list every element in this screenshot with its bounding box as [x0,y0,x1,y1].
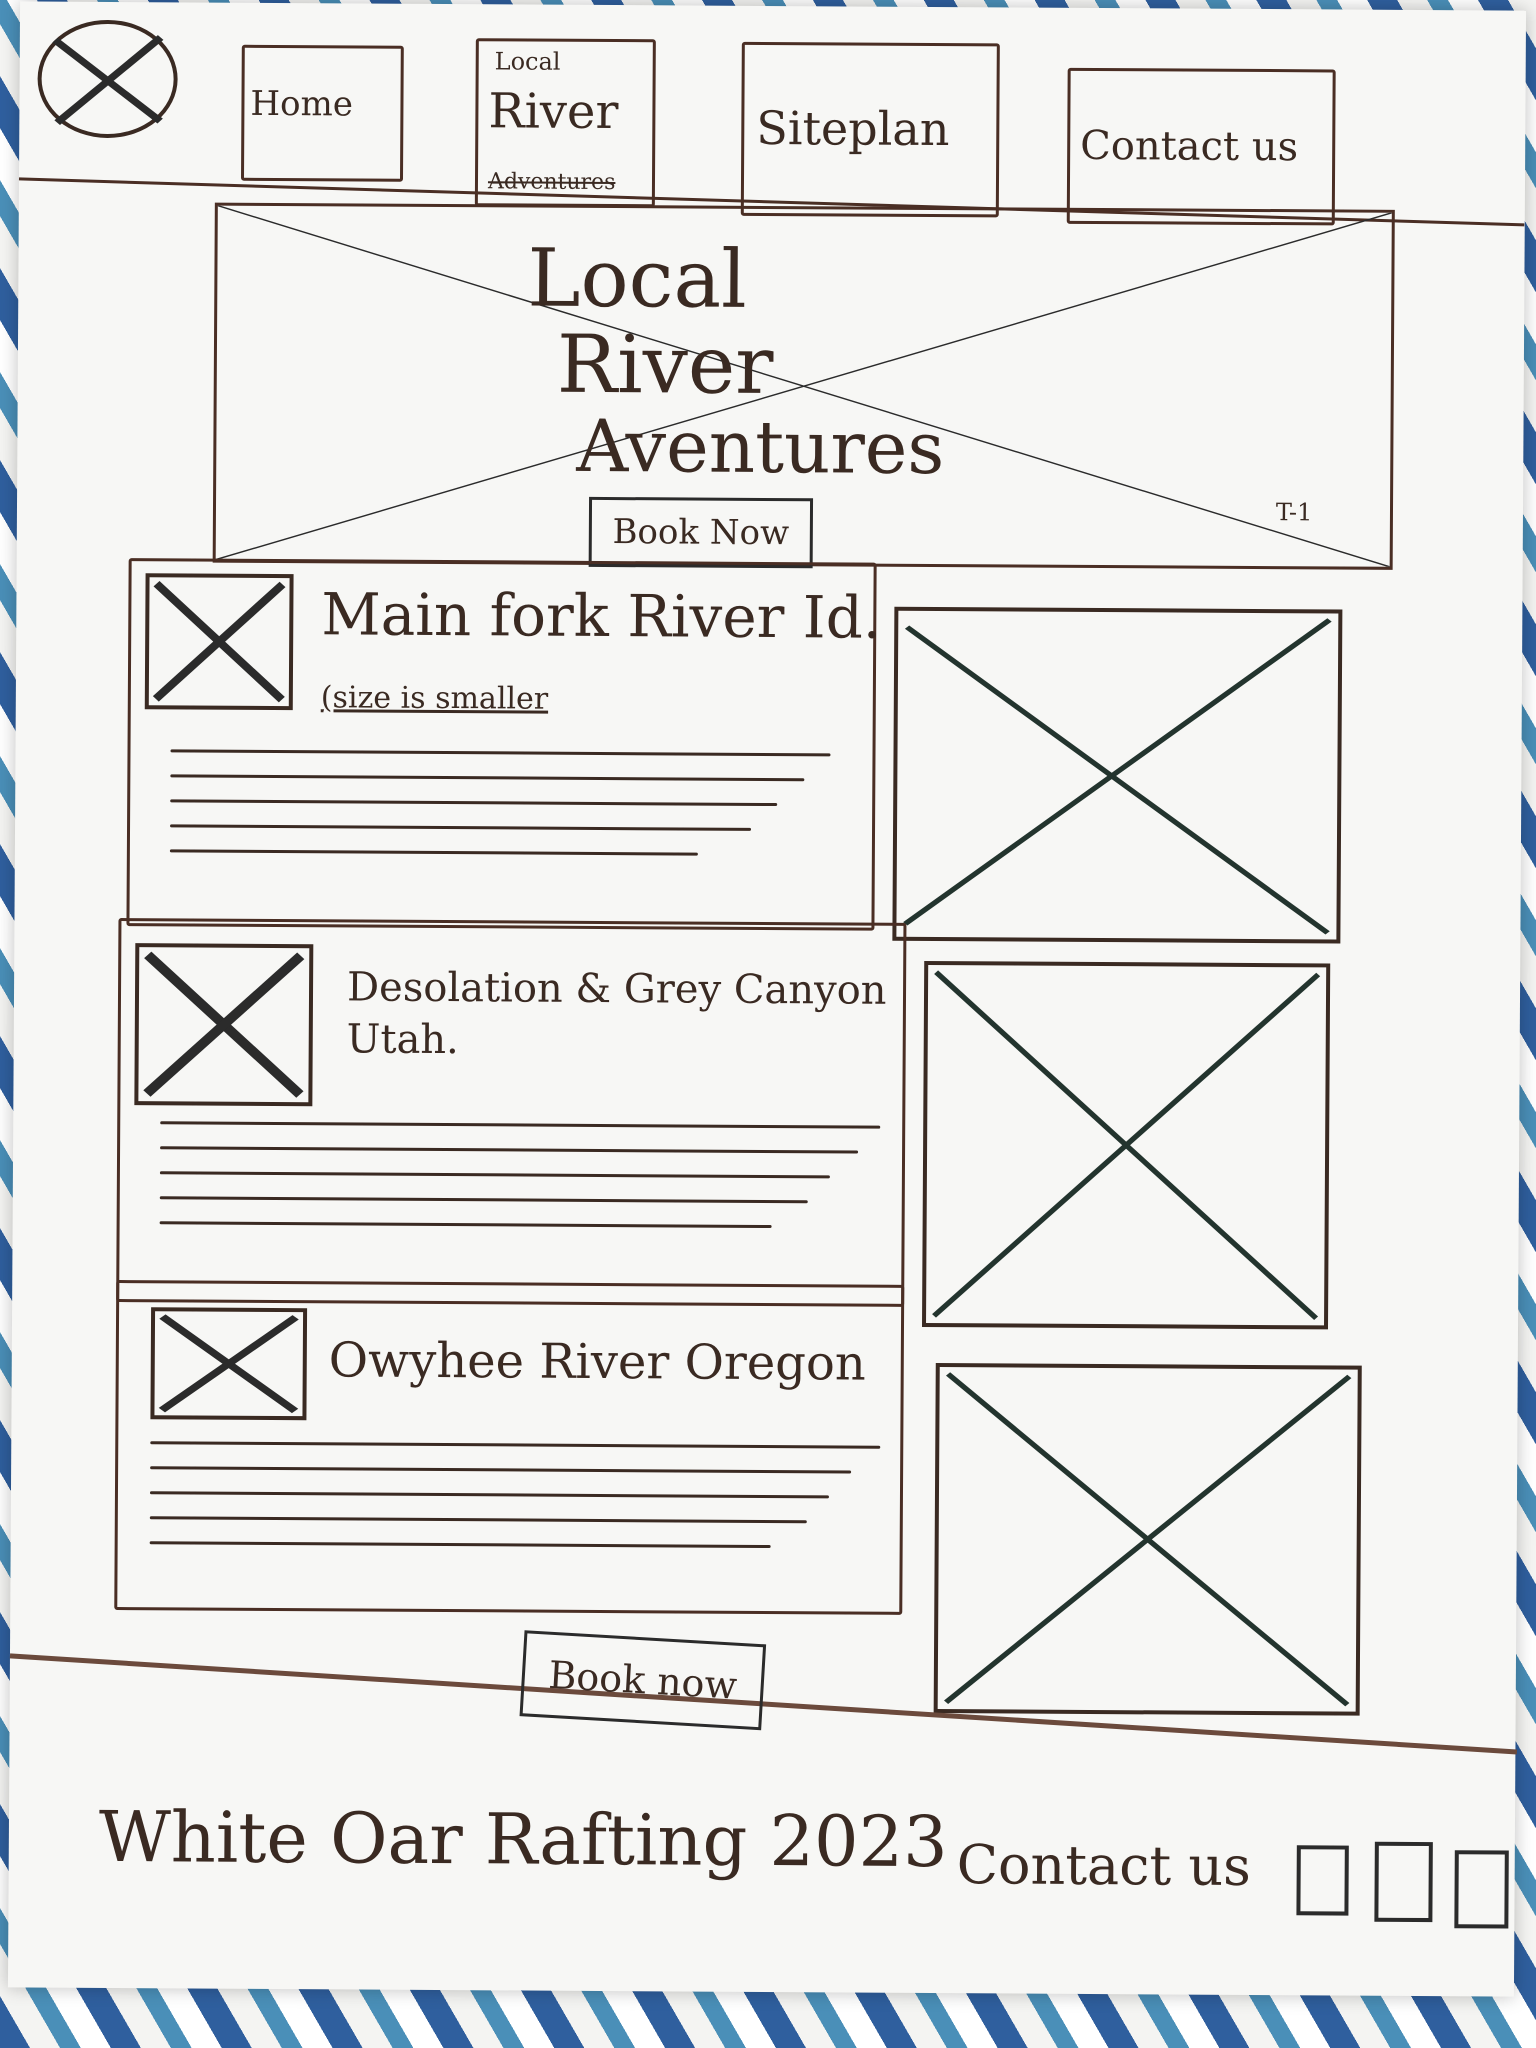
social-icon[interactable] [1374,1841,1433,1923]
card-thumbnail-icon [134,943,314,1107]
card-note: (size is smaller [320,680,549,717]
nav-river-label: River [488,83,619,141]
card-text-lines [149,1441,881,1570]
nav-contact-label: Contact us [1080,122,1299,171]
nav-local-label: Local [494,47,561,76]
nav-home[interactable]: Home [240,44,404,182]
hero-note: T-1 [1275,498,1313,527]
card-title: Owyhee River Oregon [328,1332,866,1392]
hero-banner-placeholder: Local River Aventures T-1 [212,202,1395,570]
hero-title-line3: Aventures [576,403,945,491]
card-thumbnail-icon [150,1307,308,1421]
footer-brand: White Oar Rafting 2023 [98,1795,948,1884]
logo-placeholder-icon[interactable] [37,19,178,139]
card-title: Desolation & Grey Canyon [346,964,887,1014]
hero-title-line1: Local [527,231,748,326]
nav-home-label: Home [250,83,354,125]
bottom-book-now-button[interactable]: Book now [519,1630,767,1731]
hero-title-line2: River [556,317,774,413]
nav-siteplan-label: Siteplan [756,100,950,157]
footer-contact[interactable]: Contact us [956,1833,1252,1898]
social-icon[interactable] [1454,1850,1509,1929]
card-text-lines [169,749,831,878]
nav-siteplan[interactable]: Siteplan [740,41,1000,218]
card-desolation: Desolation & Grey Canyon Utah. [116,918,907,1307]
card-thumbnail-icon [144,573,294,711]
card-image-placeholder [933,1363,1362,1716]
nav-contact[interactable]: Contact us [1066,67,1336,226]
card-image-placeholder [921,960,1331,1330]
card-title-line2: Utah. [346,1016,459,1064]
paper-wireframe: Home Local River Adventures Siteplan Con… [7,1,1527,1997]
card-image-placeholder [892,606,1343,944]
card-text-lines [159,1121,881,1250]
nav-local-river-adventures[interactable]: Local River Adventures [474,38,656,208]
nav-adventures-label: Adventures [487,169,616,196]
social-icon[interactable] [1296,1845,1349,1916]
card-owyhee: Owyhee River Oregon [114,1280,905,1615]
hero-book-now-button[interactable]: Book Now [588,496,814,569]
card-main-fork: Main fork River Id. (size is smaller [126,558,881,931]
card-title: Main fork River Id. [321,580,882,652]
